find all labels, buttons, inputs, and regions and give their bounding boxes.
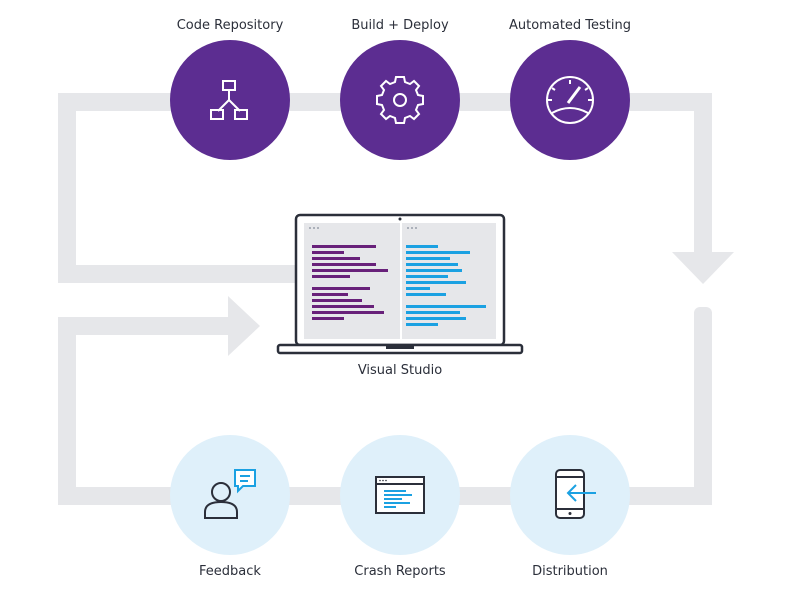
automated-testing-label: Automated Testing <box>509 18 631 33</box>
laptop-icon <box>276 213 524 355</box>
blue-code-lines <box>406 245 486 326</box>
crash-reports-label: Crash Reports <box>354 564 446 579</box>
purple-code-lines <box>312 245 388 320</box>
automated-testing-node <box>510 40 630 160</box>
build-deploy-node <box>340 40 460 160</box>
code-repository-label: Code Repository <box>176 18 284 33</box>
branch-icon <box>210 80 248 120</box>
user-chat-icon <box>204 469 256 519</box>
browser-window-icon <box>375 476 425 514</box>
visual-studio-label: Visual Studio <box>357 363 443 378</box>
distribution-label: Distribution <box>532 564 608 579</box>
gear-icon <box>376 76 424 124</box>
crash-reports-node <box>340 435 460 555</box>
right-arrow-left <box>228 296 260 356</box>
distribution-node <box>510 435 630 555</box>
speedometer-icon <box>546 76 594 124</box>
code-repository-node <box>170 40 290 160</box>
down-arrow-right <box>672 252 734 284</box>
build-deploy-label: Build + Deploy <box>351 18 449 33</box>
feedback-node <box>170 435 290 555</box>
feedback-label: Feedback <box>199 564 261 579</box>
phone-arrow-icon <box>555 469 596 519</box>
